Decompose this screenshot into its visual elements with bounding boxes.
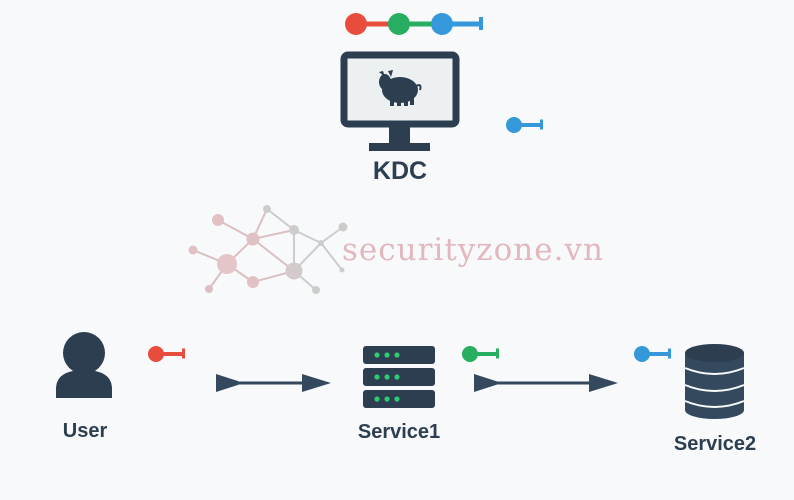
key-icon — [388, 13, 445, 35]
user-label: User — [62, 420, 108, 442]
key-icon — [462, 346, 499, 362]
key-icon — [148, 346, 185, 362]
key-icon — [506, 117, 543, 133]
kdc-label: KDC — [372, 157, 428, 185]
user-icon — [56, 332, 112, 398]
kdc-monitor-icon — [340, 51, 460, 151]
watermark-text: securityzone.vn — [342, 232, 604, 268]
arrow-icon — [474, 374, 618, 392]
kdc-keys — [345, 13, 483, 35]
arrow-icon — [216, 374, 331, 392]
key-icon — [634, 346, 671, 362]
key-icon — [345, 13, 402, 35]
key-icon — [431, 13, 483, 35]
server-icon — [363, 346, 435, 408]
service2-label: Service2 — [673, 433, 757, 455]
service1-label: Service1 — [357, 421, 441, 443]
database-icon — [684, 344, 745, 419]
pig-icon — [379, 70, 422, 106]
watermark-network-icon — [188, 205, 348, 294]
